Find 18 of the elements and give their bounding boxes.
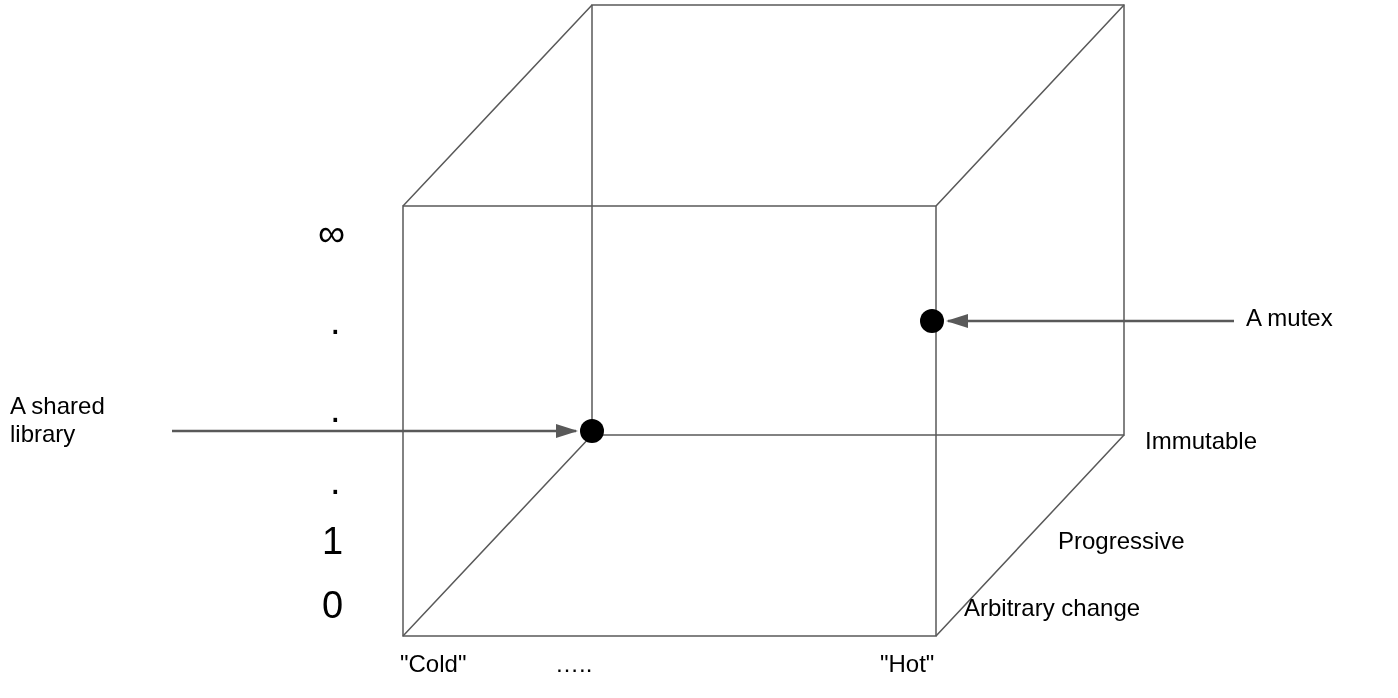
axis-tick: 1 <box>322 520 344 564</box>
axis-label: Progressive <box>1058 527 1185 555</box>
dot-marker <box>920 309 944 333</box>
axis-label: ….. <box>555 650 593 678</box>
axis-label: "Cold" <box>400 650 467 678</box>
axis-label: "Hot" <box>880 650 935 678</box>
dot-tick: . <box>330 388 341 432</box>
leader-arrow <box>946 314 1234 328</box>
axis-label: Immutable <box>1145 427 1258 455</box>
axis-label: Arbitrary change <box>964 594 1141 622</box>
dot-tick: . <box>330 300 341 344</box>
callout-text: A shared library <box>10 392 170 448</box>
callout-text: A mutex <box>1246 304 1386 332</box>
infinity-tick: ∞ <box>318 212 346 256</box>
dot-marker <box>580 419 604 443</box>
axis-tick: 0 <box>322 584 344 628</box>
dot-tick: . <box>330 460 341 504</box>
leader-arrow <box>172 424 578 438</box>
